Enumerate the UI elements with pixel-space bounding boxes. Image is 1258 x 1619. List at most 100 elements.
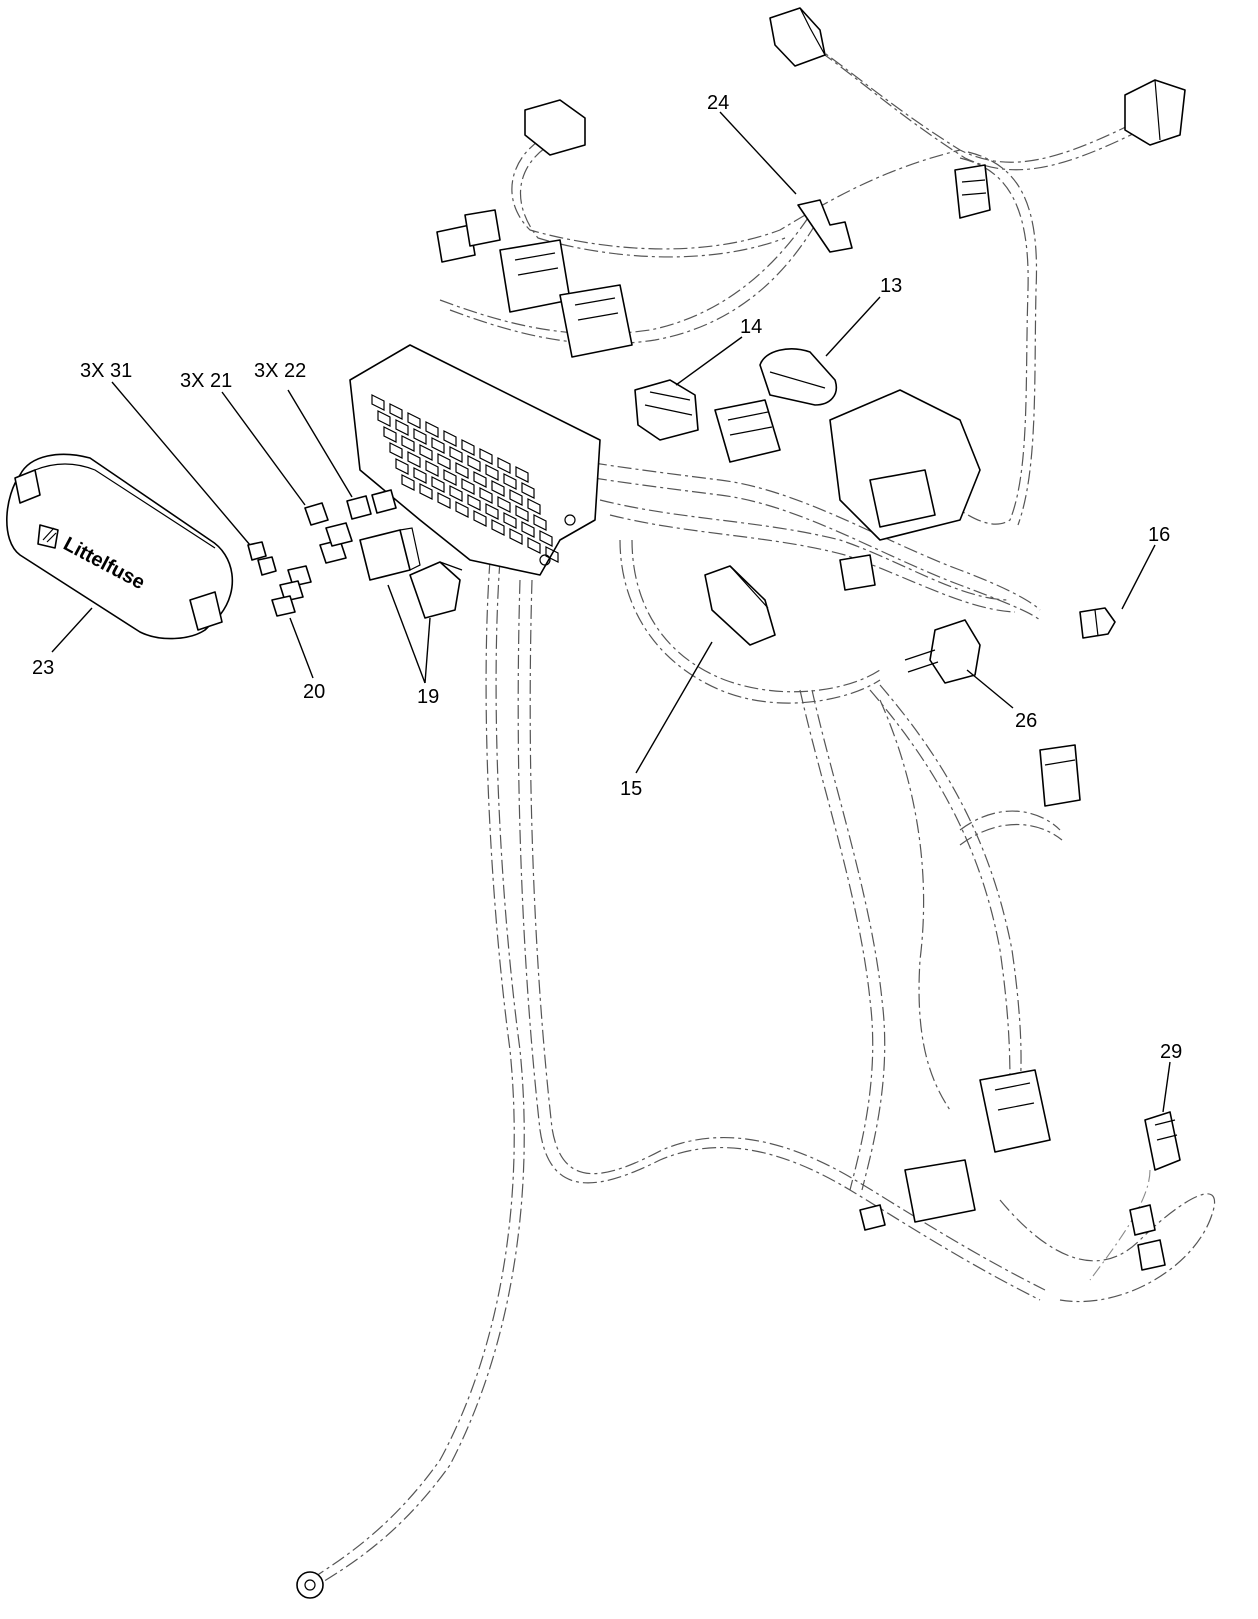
right-hanging-connector <box>954 164 991 219</box>
fuse-cavity <box>449 446 463 463</box>
fuse-cavity <box>527 537 541 554</box>
fuse-cavity <box>383 426 397 443</box>
callout-16: 16 <box>1148 524 1170 546</box>
clip-item-24 <box>797 199 853 253</box>
connector-lower-left <box>904 1159 976 1223</box>
labeled-parts <box>634 348 1181 1171</box>
fuse-cavity <box>407 412 421 429</box>
fuse-cavity <box>509 489 523 506</box>
fuse-cavity <box>485 464 499 481</box>
fuse-cavity <box>485 503 499 520</box>
connector-lower-mid <box>979 1069 1051 1153</box>
fuse-cavity <box>497 457 511 474</box>
connector-near-housing <box>869 469 936 528</box>
fuse-cavity <box>443 430 457 447</box>
fuse-item-20 <box>271 565 312 617</box>
fuse-block <box>349 344 601 576</box>
fuse-cavity <box>407 451 421 468</box>
fuse-cavity <box>461 439 475 456</box>
ground-ring-terminal <box>296 1571 324 1599</box>
wire-harness <box>309 29 1216 1586</box>
fuse-cavity <box>401 435 415 452</box>
sensor-item-29 <box>1144 1111 1181 1171</box>
callout-29: 29 <box>1160 1041 1182 1063</box>
relay-item-19-b <box>409 561 461 619</box>
fuse-cavity <box>431 476 445 493</box>
callout-3x22: 3X 22 <box>254 360 306 382</box>
fuse-cavity <box>443 469 457 486</box>
fuse-cavity <box>479 487 493 504</box>
fuse-cavity <box>377 410 391 427</box>
connector-15-mate <box>839 554 876 591</box>
fuse-cavity <box>425 421 439 438</box>
fuse-cavity <box>395 458 409 475</box>
littelfuse-logo-icon <box>37 524 59 549</box>
fuse-cavity <box>467 455 481 472</box>
callout-14: 14 <box>740 316 762 338</box>
top-right-connector <box>1124 79 1186 146</box>
fuse-cavity <box>521 482 535 499</box>
cover-latch-left <box>14 469 41 504</box>
top-connector-far <box>769 7 826 67</box>
fuse-cavity <box>389 403 403 420</box>
callout-3x31: 3X 31 <box>80 360 132 382</box>
relay-item-19-a <box>359 529 411 581</box>
callout-3x21: 3X 21 <box>180 370 232 392</box>
fuse-cavity <box>467 494 481 511</box>
fuse-block-cavities <box>371 394 559 563</box>
fuse-cavity <box>473 471 487 488</box>
clamp-item-13 <box>759 348 837 406</box>
connector-a <box>436 224 476 263</box>
connector-bottom-tiny <box>859 1204 886 1231</box>
fuse-cavity <box>509 528 523 545</box>
fuse-cavity <box>497 496 511 513</box>
fuse-cavity <box>401 474 415 491</box>
small-parts <box>247 489 463 619</box>
right-housing <box>829 389 981 541</box>
top-middle-connector <box>524 99 586 156</box>
callout-19: 19 <box>417 686 439 708</box>
fuse-cavity <box>371 394 385 411</box>
callout-labels: 24 13 14 3X 31 3X 21 3X 22 16 23 20 19 2… <box>32 92 1182 1063</box>
callout-23: 23 <box>32 657 54 679</box>
cover-latch-right <box>189 591 223 631</box>
fuse-cavity <box>389 442 403 459</box>
connector-bottom-small-2 <box>1137 1239 1166 1271</box>
fuse-cavity <box>395 419 409 436</box>
fuse-cavity <box>413 467 427 484</box>
fuse-item-31 <box>247 541 277 576</box>
fuse-cavity <box>413 428 427 445</box>
connector-item-26 <box>929 619 981 684</box>
fuse-cavity <box>461 478 475 495</box>
callout-15: 15 <box>620 778 642 800</box>
fuse-cavity <box>455 462 469 479</box>
callout-26: 26 <box>1015 710 1037 732</box>
fuse-cavity <box>515 505 529 522</box>
connector-d <box>559 284 633 358</box>
fuse-cavity <box>539 530 553 547</box>
fuse-cavity <box>491 480 505 497</box>
fuse-cavity <box>503 473 517 490</box>
leader-lines <box>51 111 1171 1113</box>
fuse-item-21 <box>304 502 329 526</box>
fuse-cavity <box>431 437 445 454</box>
harness-connectors <box>296 7 1186 1599</box>
fuse-item-22 <box>319 489 397 564</box>
fuse-cavity <box>503 512 517 529</box>
connector-right-drop <box>1039 744 1081 807</box>
plug-item-16 <box>1079 607 1116 639</box>
fuse-cavity <box>437 492 451 509</box>
fuse-cavity <box>449 485 463 502</box>
fuse-cavity <box>533 514 547 531</box>
fuse-cavity <box>455 501 469 518</box>
callout-24: 24 <box>707 92 729 114</box>
fuse-cavity <box>491 519 505 536</box>
fuse-cavity <box>545 546 559 563</box>
fuse-cavity <box>425 460 439 477</box>
connector-c <box>499 239 571 313</box>
callout-13: 13 <box>880 275 902 297</box>
fuse-cavity <box>437 453 451 470</box>
connector-bottom-small <box>1129 1204 1156 1236</box>
callout-20: 20 <box>303 681 325 703</box>
